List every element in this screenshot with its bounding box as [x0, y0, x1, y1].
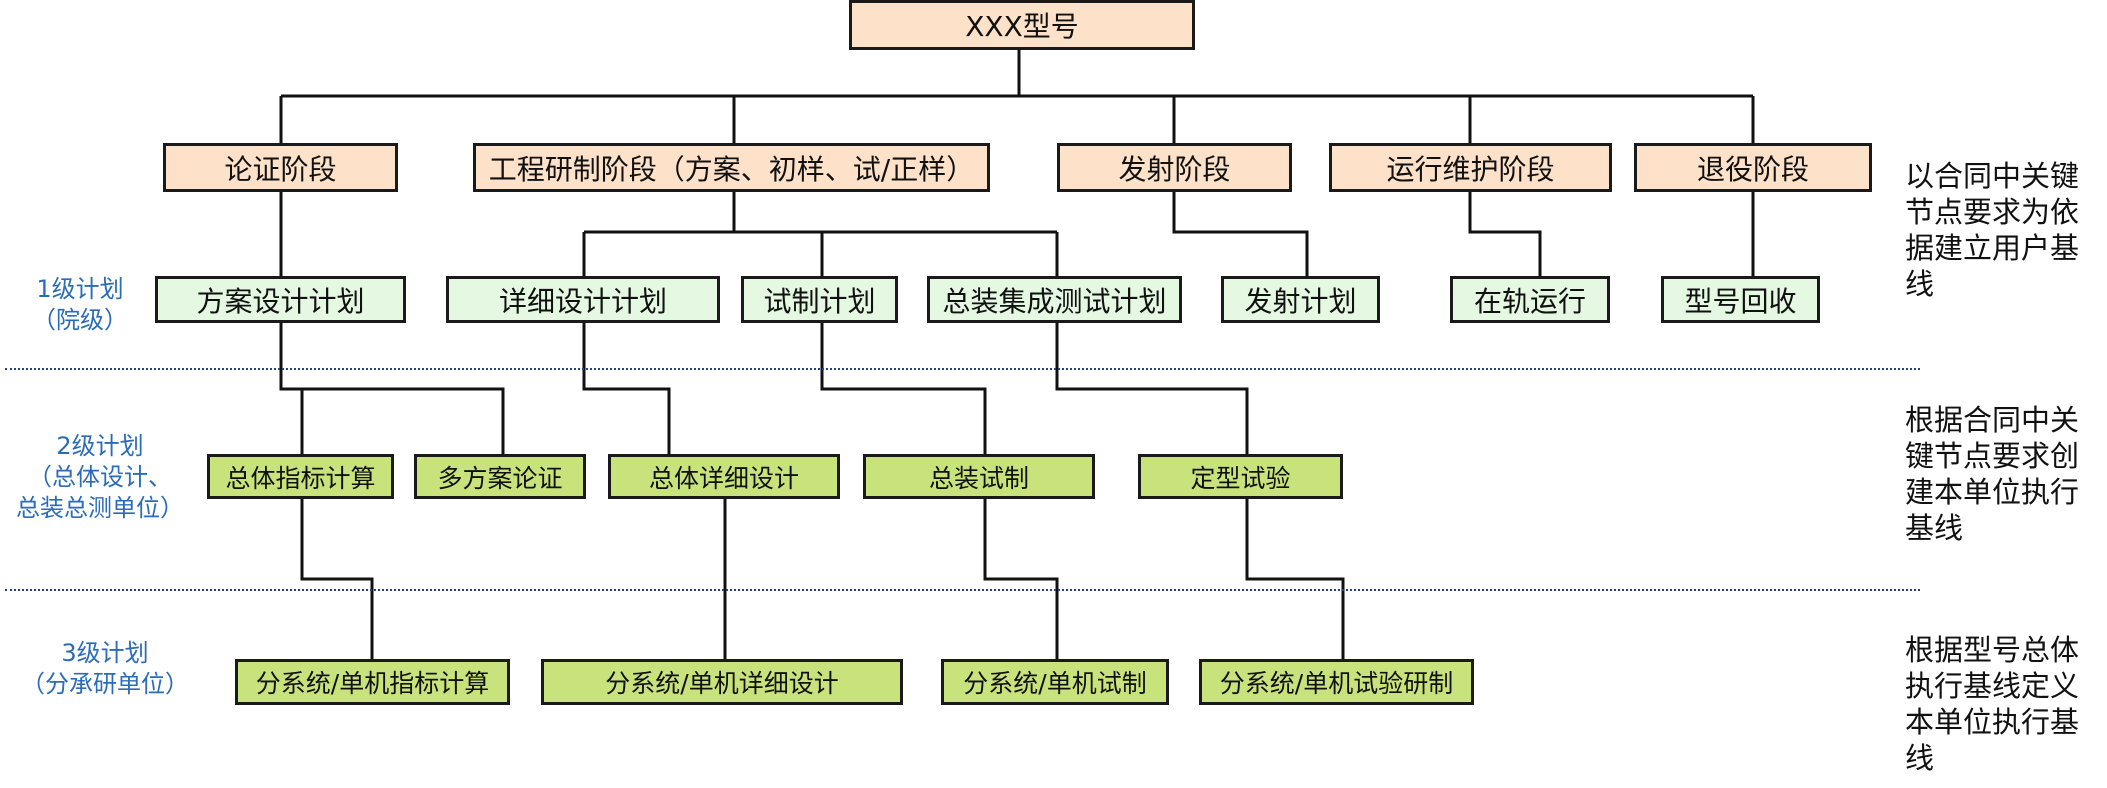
connector-index-sub: [300, 499, 374, 659]
level2-overall-index-label: 总体指标计算: [225, 463, 376, 493]
level3-caption: 3级计划 （分承研单位）: [20, 638, 190, 700]
level1-trial-plan-label: 试制计划: [763, 284, 876, 318]
level1-recovery-label: 型号回收: [1684, 284, 1797, 318]
level2-title: 2级计划: [56, 432, 144, 460]
level3-title: 3级计划: [61, 639, 149, 667]
connector-test-sub: [1245, 499, 1345, 659]
level-separator-1: [5, 368, 1920, 370]
phase-demonstration-label: 论证阶段: [224, 152, 337, 186]
phase-operation-label: 运行维护阶段: [1386, 152, 1555, 186]
level3-sub-index-label: 分系统/单机指标计算: [255, 669, 490, 698]
level1-scheme-plan: 方案设计计划: [155, 276, 406, 323]
connector-detail-overall: [582, 323, 671, 454]
level1-title: 1级计划: [36, 275, 124, 303]
level1-detail-plan: 详细设计计划: [446, 276, 720, 323]
note-sub-baseline: 根据型号总体执行基线定义本单位执行基线: [1905, 633, 2080, 775]
connector-assembly-typetest: [1055, 323, 1249, 454]
level2-assembly-trial-label: 总装试制: [928, 463, 1029, 493]
phase-demonstration: 论证阶段: [163, 143, 398, 192]
phase-retirement: 退役阶段: [1634, 143, 1872, 192]
level2-multi-scheme-label: 多方案论证: [437, 463, 563, 493]
level1-subtitle: （院级）: [32, 306, 128, 334]
level1-trial-plan: 试制计划: [741, 276, 898, 323]
level1-recovery: 型号回收: [1661, 276, 1820, 323]
level2-overall-detail: 总体详细设计: [608, 454, 840, 499]
level1-on-orbit: 在轨运行: [1450, 276, 1610, 323]
note-unit-baseline: 根据合同中关键节点要求创建本单位执行基线: [1905, 403, 2080, 545]
root-node: XXX型号: [849, 0, 1195, 50]
phase-engineering-label: 工程研制阶段（方案、初样、试/正样）: [488, 152, 975, 186]
level3-sub-detail-label: 分系统/单机详细设计: [605, 669, 839, 698]
level3-sub-index: 分系统/单机指标计算: [235, 659, 510, 705]
level3-sub-trial: 分系统/单机试制: [941, 659, 1169, 705]
level3-sub-test: 分系统/单机试验研制: [1199, 659, 1474, 705]
level1-assembly-test-plan-label: 总装集成测试计划: [942, 284, 1167, 318]
level1-scheme-plan-label: 方案设计计划: [196, 284, 365, 318]
level3-sub-test-label: 分系统/单机试验研制: [1219, 669, 1454, 698]
level1-detail-plan-label: 详细设计计划: [498, 284, 667, 318]
phase-engineering: 工程研制阶段（方案、初样、试/正样）: [473, 143, 990, 192]
level1-launch-plan-label: 发射计划: [1244, 284, 1357, 318]
level2-overall-index: 总体指标计算: [207, 454, 394, 499]
level2-subtitle-line1: （总体设计、: [28, 463, 172, 491]
phase-launch-label: 发射阶段: [1118, 152, 1231, 186]
level1-caption: 1级计划 （院级）: [20, 274, 140, 336]
root-label: XXX型号: [965, 10, 1079, 43]
connector-scheme-down: [279, 323, 505, 454]
phase-operation: 运行维护阶段: [1329, 143, 1612, 192]
level2-type-test-label: 定型试验: [1190, 463, 1291, 493]
connector-assembly-sub: [983, 499, 1059, 659]
level-separator-2: [5, 589, 1920, 591]
level1-launch-plan: 发射计划: [1221, 276, 1380, 323]
connector-trial-assembly: [820, 323, 987, 454]
level1-assembly-test-plan: 总装集成测试计划: [927, 276, 1182, 323]
level2-caption: 2级计划 （总体设计、 总装总测单位）: [10, 431, 190, 524]
phase-retirement-label: 退役阶段: [1696, 152, 1809, 186]
level3-subtitle: （分承研单位）: [21, 670, 189, 698]
note-user-baseline: 以合同中关键节点要求为依据建立用户基线: [1905, 159, 2080, 301]
level2-overall-detail-label: 总体详细设计: [648, 463, 799, 493]
level2-assembly-trial: 总装试制: [863, 454, 1095, 499]
level1-on-orbit-label: 在轨运行: [1473, 284, 1586, 318]
phase-launch: 发射阶段: [1057, 143, 1292, 192]
level2-type-test: 定型试验: [1138, 454, 1343, 499]
level3-sub-detail: 分系统/单机详细设计: [541, 659, 903, 705]
level2-subtitle-line2: 总装总测单位）: [16, 494, 184, 522]
level3-sub-trial-label: 分系统/单机试制: [963, 669, 1147, 698]
level2-multi-scheme: 多方案论证: [414, 454, 586, 499]
connector-operation-orbit: [1468, 192, 1542, 276]
connector-launch-plan: [1172, 192, 1309, 276]
